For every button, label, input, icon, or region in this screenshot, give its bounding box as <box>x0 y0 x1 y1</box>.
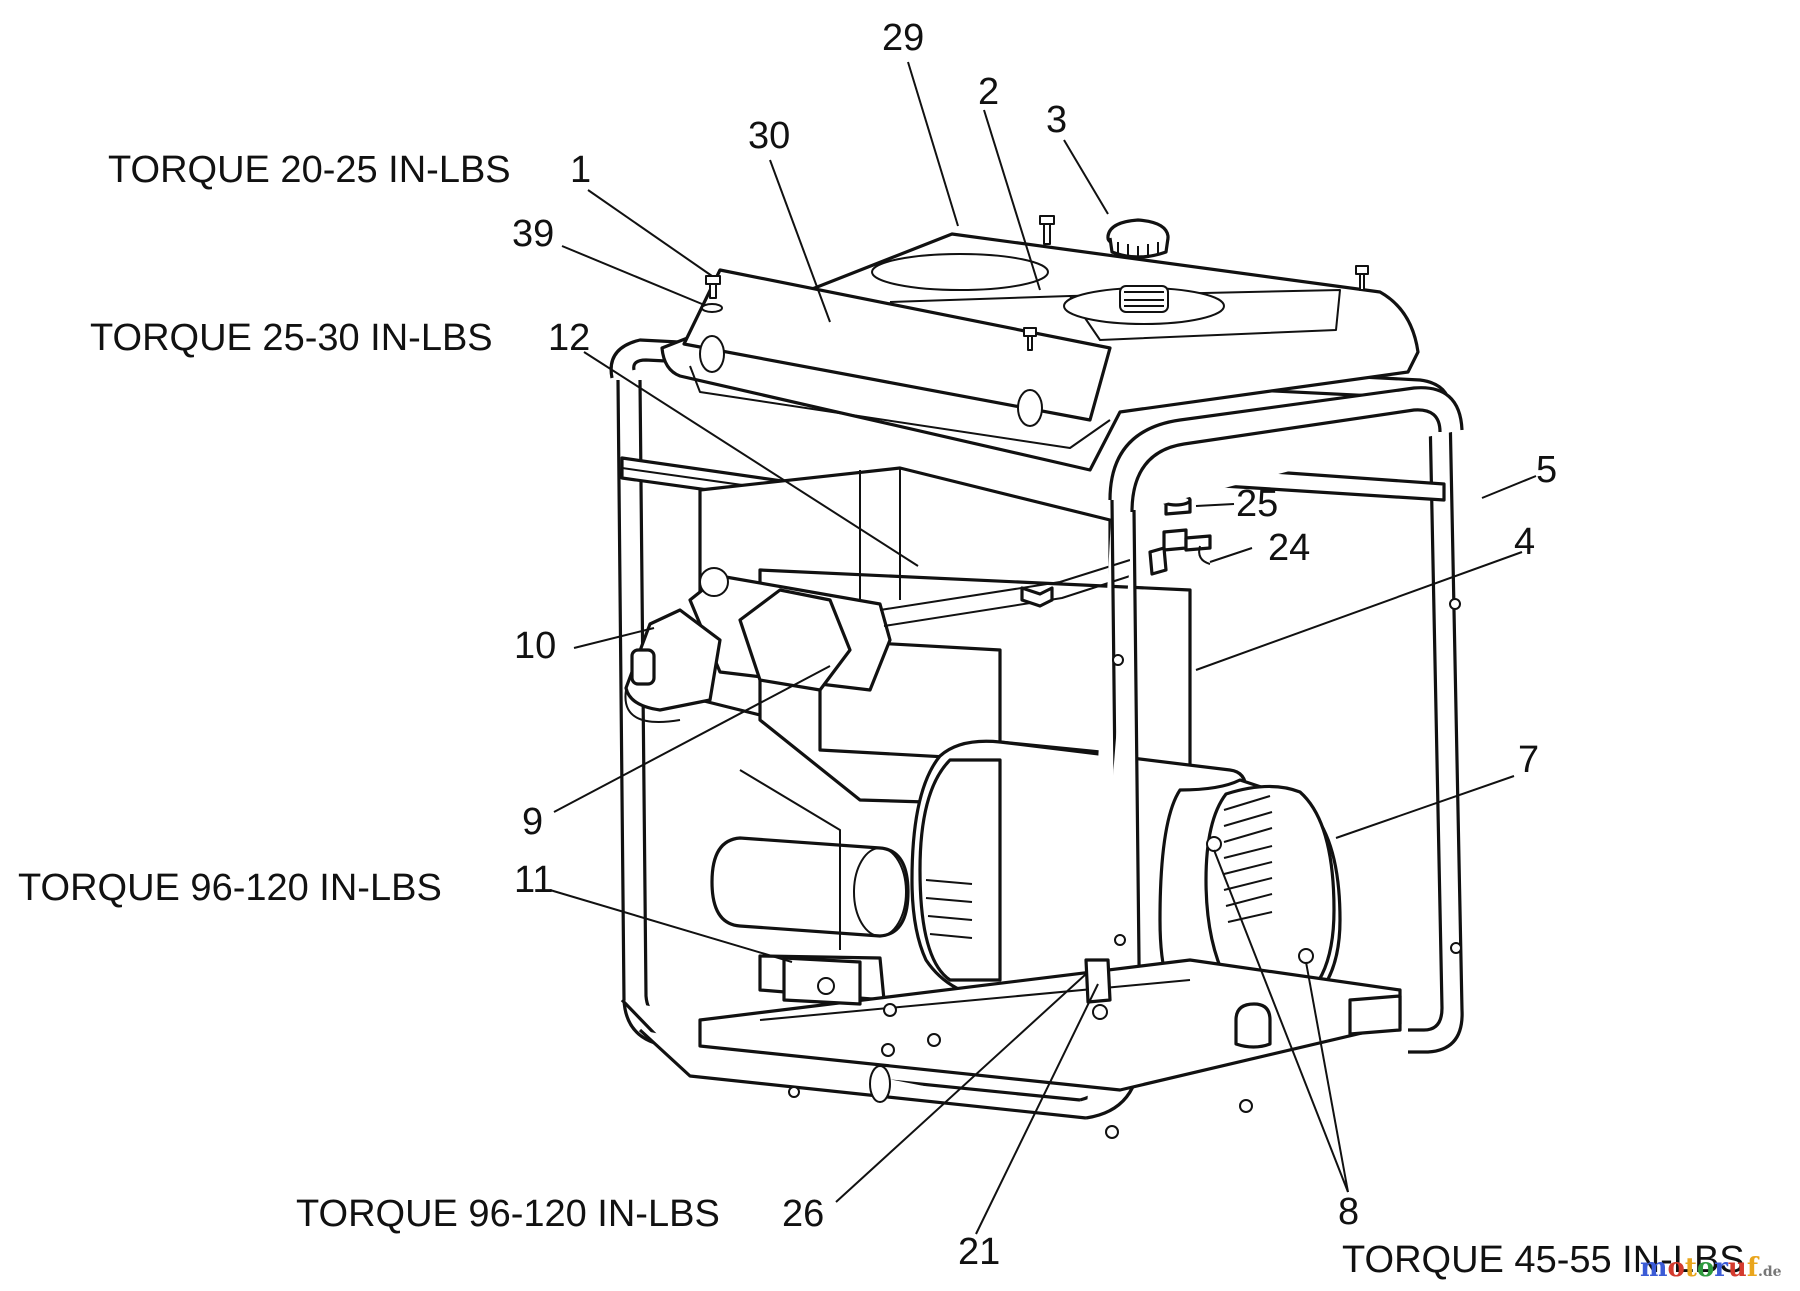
part-label-25: 25 <box>1236 483 1278 525</box>
part-number-labels: 29 2 3 30 1 39 12 5 25 24 4 10 7 9 11 26… <box>512 17 1557 1273</box>
torque-note-part-26: TORQUE 96-120 IN-LBS <box>296 1193 720 1235</box>
torque-note-part-8: TORQUE 45-55 IN-LBS <box>1342 1239 1745 1281</box>
part-label-8: 8 <box>1338 1191 1359 1233</box>
part-label-7: 7 <box>1518 739 1539 781</box>
part-label-10: 10 <box>514 625 556 667</box>
part-label-11: 11 <box>514 859 553 901</box>
torque-note-part-12: TORQUE 25-30 IN-LBS <box>90 317 493 359</box>
part-label-1: 1 <box>570 149 591 191</box>
part-label-24: 24 <box>1268 527 1310 569</box>
part-label-5: 5 <box>1536 449 1557 491</box>
part-label-2: 2 <box>978 71 999 113</box>
torque-notes: TORQUE 20-25 IN-LBS TORQUE 25-30 IN-LBS … <box>18 149 1745 1281</box>
fuel-cap <box>1106 218 1170 260</box>
part-label-30: 30 <box>748 115 790 157</box>
base-skid <box>698 956 1402 1139</box>
part-label-9: 9 <box>522 801 543 843</box>
watermark-text: motoruf <box>1640 1253 1760 1283</box>
leader-lines <box>549 61 1537 1235</box>
watermark-logo: motoruf.de <box>1640 1253 1782 1283</box>
part-label-39: 39 <box>512 213 554 255</box>
part-label-3: 3 <box>1046 99 1067 141</box>
fuel-valve <box>879 493 1212 627</box>
generator-drawing <box>609 215 1464 1139</box>
torque-note-part-11: TORQUE 96-120 IN-LBS <box>18 867 442 909</box>
part-label-29: 29 <box>882 17 924 59</box>
part-label-26: 26 <box>782 1193 824 1235</box>
svg-text:motoruf.de: motoruf.de <box>1640 1253 1782 1283</box>
torque-note-part-1: TORQUE 20-25 IN-LBS <box>108 149 511 191</box>
part-label-12: 12 <box>548 317 590 359</box>
watermark-suffix: .de <box>1758 1264 1782 1280</box>
alternator-vents <box>1223 795 1273 923</box>
part-label-4: 4 <box>1514 521 1535 563</box>
part-label-21: 21 <box>958 1231 1000 1273</box>
alternator-fins <box>925 879 973 939</box>
front-frame-tube <box>620 386 1464 1120</box>
control-panel <box>624 567 892 723</box>
tank-bracket <box>682 268 1112 427</box>
